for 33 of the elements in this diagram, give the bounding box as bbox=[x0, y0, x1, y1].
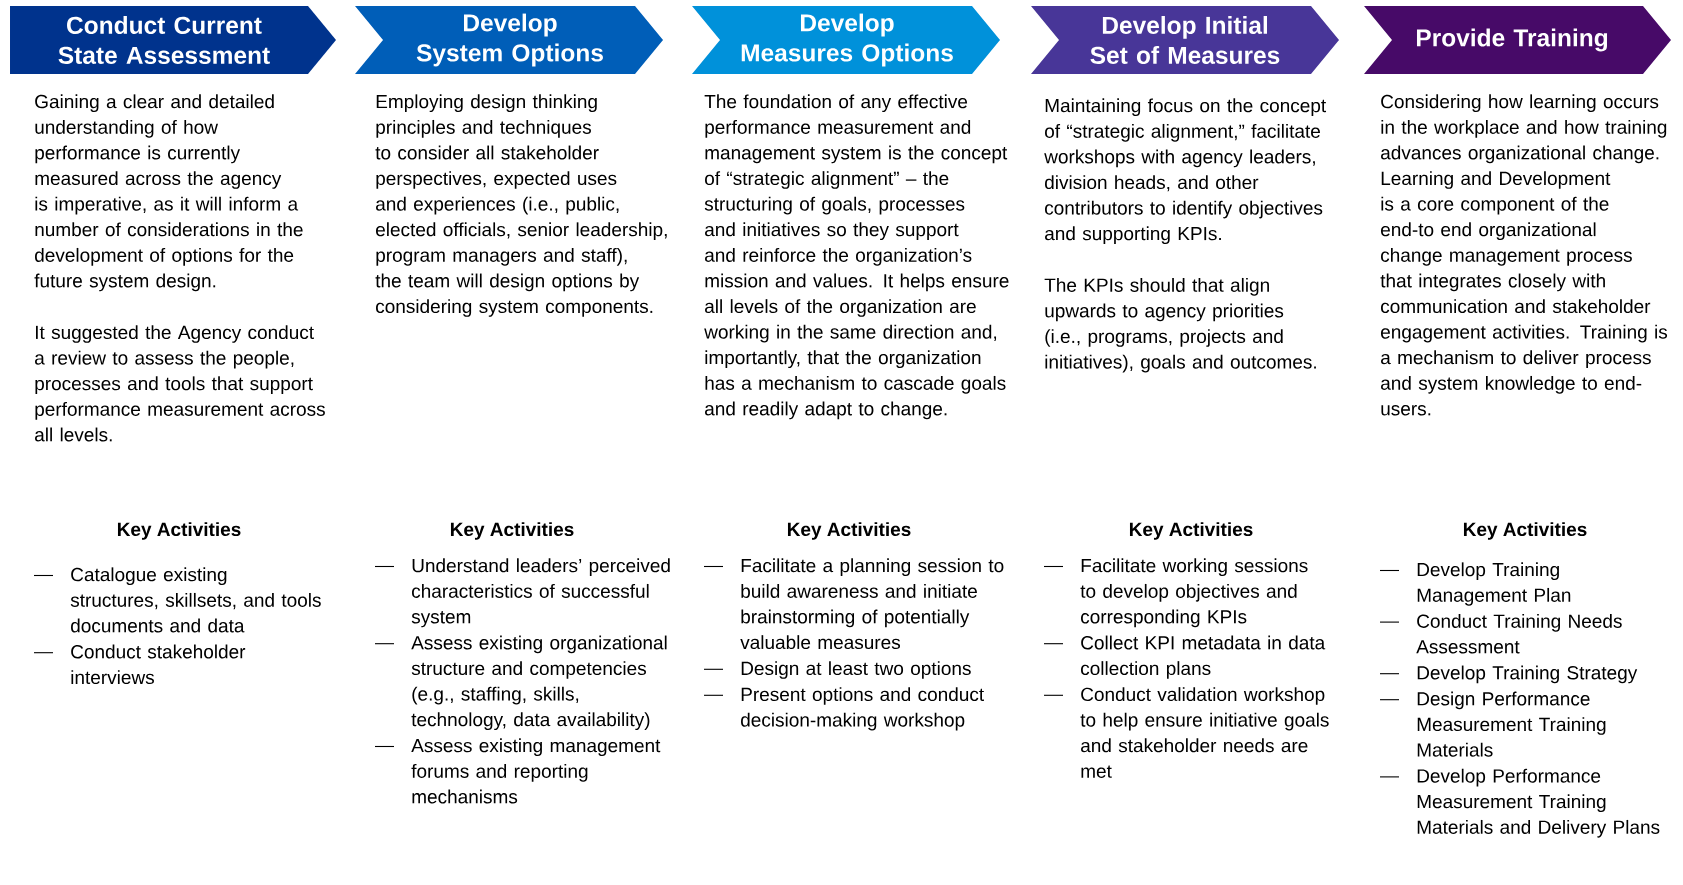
chevron-banner: Conduct Current State Assessment bbox=[10, 6, 336, 74]
bullet-item: Design Performance Measurement Training Materials bbox=[1379, 691, 1606, 757]
chevron-banner: Develop Measures Options bbox=[692, 6, 1000, 74]
bullet-item: Collect KPI metadata in data collection plans bbox=[1043, 635, 1326, 679]
bullet-item: Develop Performance Measurement Training Materials and Delivery Plans bbox=[1379, 768, 1660, 838]
section-heading: Key Activities bbox=[451, 522, 574, 540]
bullet-item: Conduct stakeholder interviews bbox=[33, 644, 246, 685]
section-heading: Key Activities bbox=[118, 522, 241, 540]
bullet-item: Present options and conduct decision-making workshop bbox=[703, 687, 984, 731]
section-heading: Key Activities bbox=[788, 522, 911, 540]
section-heading: Key Activities bbox=[1130, 522, 1253, 540]
section-heading: Key Activities bbox=[1464, 522, 1587, 540]
description-text: Considering how learning occurs in the workplace and how training advances organizational change. Learning and Development is a core component of the end-to end organizational change management process that integrates closely with communication and stakeholder engagement activities. Training is a mechanism to deliver process and system knowledge to end-users. bbox=[1380, 94, 1668, 416]
chevron-banner: Develop Initial Set of Measures bbox=[1031, 6, 1339, 74]
bullet-item: Catalogue existing structures, skillsets, and tools documents and data bbox=[33, 567, 321, 633]
chevron-banner: Develop System Options bbox=[355, 6, 663, 74]
bullet-item: Facilitate working sessions to develop objectives and corresponding KPIs bbox=[1043, 558, 1308, 628]
bullet-item: Develop Training Strategy bbox=[1379, 665, 1638, 684]
bullet-item: Assess existing management forums and reporting mechanisms bbox=[374, 738, 661, 804]
bullet-item: Conduct Training Needs Assessment bbox=[1379, 613, 1622, 654]
bullet-item: Design at least two options bbox=[703, 661, 971, 679]
description-text: Maintaining focus on the concept of “strategic alignment,” facilitate workshops with agency leaders, division heads, and other contributors to identify objectives and supporting KPIs. bbox=[1044, 98, 1327, 245]
bullet-item: Develop Training Management Plan bbox=[1379, 562, 1571, 606]
description-text: It suggested the Agency conduct a review to assess the people, processes and tools that support performance measurement across all levels. bbox=[35, 325, 325, 442]
description-text: The KPIs should that align upwards to agency priorities (i.e., programs, projects and initiatives), goals and outcomes. bbox=[1044, 277, 1316, 373]
bullet-item: Assess existing organizational structure and competencies (e.g., staffing, skills, technology, data availability) bbox=[374, 635, 667, 731]
description-text: The foundation of any effective performance measurement and management system is the concept of “strategic alignment” – the structuring of goals, processes and initiatives so they support and reinforce the organization’s mission and values. It helps ensure all levels of the organization are working in the same direction and, importantly, that the organization has a mechanism to cascade goals and readily adapt to change. bbox=[704, 94, 1009, 420]
bullet-item: Understand leaders’ perceived characteristics of successful system bbox=[374, 558, 670, 628]
chevron-banner: Provide Training bbox=[1364, 6, 1671, 74]
description-text: Employing design thinking principles and techniques to consider all stakeholder perspectives, expected uses and experiences (i.e., public, elected officials, senior leadership, program managers and staff), the team will design options by considering system components. bbox=[375, 94, 667, 317]
description-text: Gaining a clear and detailed understanding of how performance is currently measured across the agency is imperative, as it will inform a number of considerations in the development of options for the future system design. bbox=[34, 94, 303, 292]
bullet-item: Conduct validation workshop to help ensure initiative goals and stakeholder needs are met bbox=[1043, 687, 1329, 778]
bullet-item: Facilitate a planning session to build awareness and initiate brainstorming of potentially valuable measures bbox=[703, 558, 1004, 650]
